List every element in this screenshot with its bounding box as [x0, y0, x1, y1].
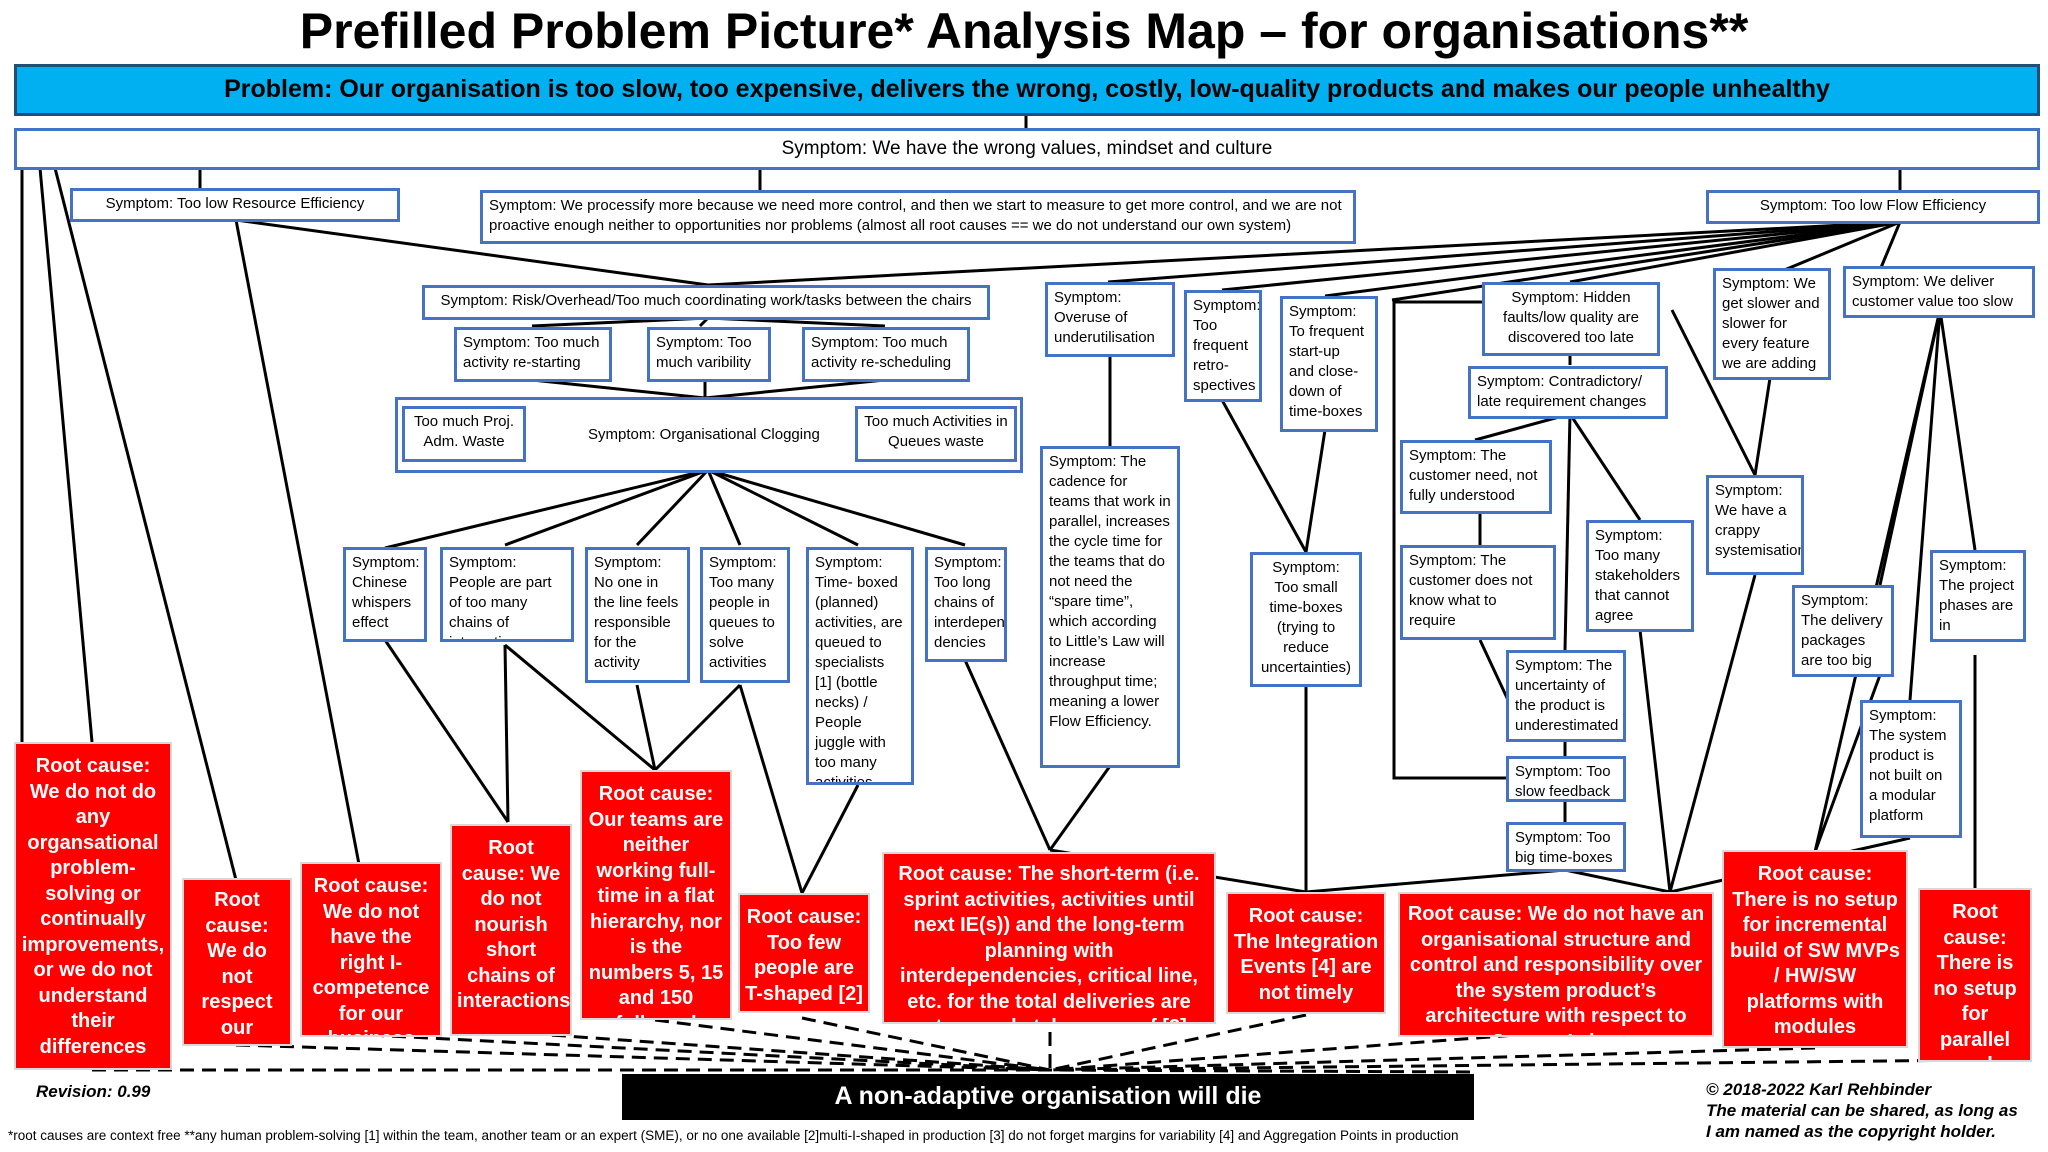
root-cause-problem-solving: Root cause: We do not do any organsation… — [14, 742, 172, 1070]
problem-banner: Problem: Our organisation is too slow, t… — [14, 64, 2040, 116]
symptom-contradictory-requirements: Symptom: Contradictory/ late requirement… — [1468, 366, 1668, 419]
page-title: Prefilled Problem Picture* Analysis Map … — [299, 3, 1749, 59]
symptom-activity-rescheduling: Symptom: Too much activity re-scheduling — [802, 327, 970, 382]
symptom-people-in-queues: Symptom: Too many people in queues to so… — [700, 547, 790, 683]
symptom-no-one-responsible: Symptom: No one in the line feels respon… — [585, 547, 690, 683]
proj-adm-waste: Too much Proj. Adm. Waste — [402, 406, 526, 462]
activities-in-queues-waste: Too much Activities in Queues waste — [855, 406, 1017, 462]
symptom-varibility: Symptom: Too much varibility — [647, 327, 771, 382]
symptom-processify: Symptom: We processify more because we n… — [480, 190, 1356, 244]
symptom-modular-platform: Symptom: The system product is not built… — [1860, 700, 1962, 838]
symptom-many-stakeholders: Symptom: Too many stakeholders that cann… — [1586, 520, 1694, 632]
symptom-crappy-systemisation: Symptom: We have a crappy systemisation — [1706, 475, 1804, 575]
symptom-activity-restarting: Symptom: Too much activity re-starting — [454, 327, 612, 382]
symptom-deliver-value-slow: Symptom: We deliver customer value too s… — [1843, 266, 2035, 318]
symptom-small-timeboxes: Symptom: Too small time-boxes (trying to… — [1250, 552, 1362, 687]
root-cause-incremental-build: Root cause: There is no setup for increm… — [1722, 850, 1908, 1048]
symptom-customer-does-not-know: Symptom: The customer does not know what… — [1400, 545, 1556, 640]
root-cause-conways-law: Root cause: We do not have an organisati… — [1398, 892, 1714, 1037]
symptom-frequent-retrospectives: Symptom: Too frequent retro-spectives — [1184, 290, 1262, 402]
symptom-timeboxed-activities: Symptom: Time- boxed (planned) activitie… — [806, 547, 914, 785]
symptom-resource-efficiency: Symptom: Too low Resource Efficiency — [70, 188, 400, 222]
root-cause-integration-events: Root cause: The Integration Events [4] a… — [1226, 892, 1386, 1014]
symptom-chains-of-interactions: Symptom: People are part of too many cha… — [440, 547, 574, 642]
copyright-notice: © 2018-2022 Karl Rehbinder The material … — [1706, 1080, 2018, 1141]
root-cause-teams-flat-hierarchy: Root cause: Our teams are neither workin… — [580, 770, 732, 1020]
root-cause-short-chains: Root cause: We do not nourish short chai… — [450, 824, 572, 1036]
symptom-wrong-values: Symptom: We have the wrong values, minds… — [14, 128, 2040, 170]
root-cause-respect: Root cause: We do not respect our people — [182, 878, 292, 1046]
root-cause-t-shaped: Root cause: Too few people are T-shaped … — [738, 893, 870, 1013]
root-cause-planning: Root cause: The short-term (i.e. sprint … — [882, 852, 1216, 1024]
symptom-slow-feedback: Symptom: Too slow feedback — [1506, 756, 1626, 802]
symptom-overuse-underutilisation: Symptom: Overuse of underutilisation — [1045, 282, 1175, 357]
symptom-delivery-packages: Symptom: The delivery packages are too b… — [1792, 585, 1894, 677]
symptom-flow-efficiency: Symptom: Too low Flow Efficiency — [1706, 190, 2040, 224]
root-cause-i-competence: Root cause: We do not have the right I-c… — [300, 862, 442, 1037]
symptom-big-timeboxes: Symptom: Too big time-boxes — [1506, 822, 1626, 872]
revision-label: Revision: 0.99 — [36, 1082, 151, 1101]
symptom-project-phases: Symptom: The project phases are in seque… — [1930, 550, 2026, 642]
clogging-label: Symptom: Organisational Clogging — [588, 426, 820, 443]
symptom-cadence: Symptom: The cadence for teams that work… — [1040, 446, 1180, 768]
footnotes: *root causes are context free **any huma… — [8, 1128, 1459, 1143]
symptom-long-chains: Symptom: Too long chains of interdepen-d… — [925, 547, 1007, 662]
symptom-uncertainty-underestimated: Symptom: The uncertainty of the product … — [1506, 650, 1626, 742]
symptom-frequent-startup: Symptom: To frequent start-up and close-… — [1280, 296, 1378, 432]
root-cause-parallel-work: Root cause: There is no setup for parall… — [1918, 888, 2032, 1062]
conclusion-banner: A non-adaptive organisation will die — [622, 1074, 1474, 1120]
symptom-chinese-whispers: Symptom: Chinese whispers effect — [343, 547, 427, 642]
symptom-hidden-faults: Symptom: Hidden faults/low quality are d… — [1482, 282, 1660, 356]
symptom-customer-need: Symptom: The customer need, not fully un… — [1400, 440, 1552, 514]
symptom-slower-every-feature: Symptom: We get slower and slower for ev… — [1713, 268, 1831, 380]
symptom-risk-overhead: Symptom: Risk/Overhead/Too much coordina… — [422, 285, 990, 320]
